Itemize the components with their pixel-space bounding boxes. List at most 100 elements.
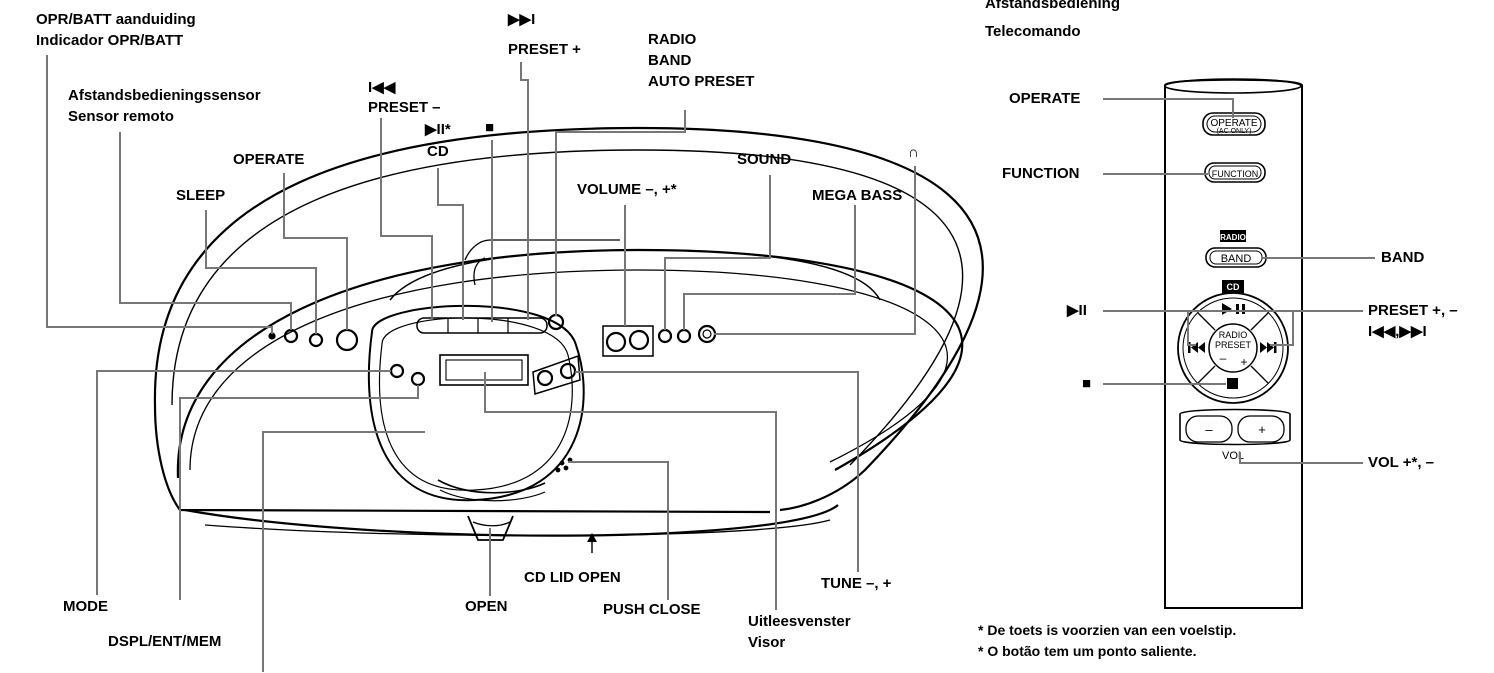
console-top-edge xyxy=(464,239,620,261)
leader-preset-minus xyxy=(380,118,433,319)
remote-radio-text: RADIO xyxy=(1219,330,1248,340)
footnote-pt: * O botão tem um ponto saliente. xyxy=(978,643,1197,659)
remote-band-text: BAND xyxy=(1221,253,1252,265)
label-sensor-nl: Afstandsbedieningssensor xyxy=(68,87,261,104)
remote-prev-icon[interactable] xyxy=(1188,342,1191,353)
label-band: BAND xyxy=(648,52,692,69)
label-mode: MODE xyxy=(63,598,108,615)
label-opr-batt-pt: Indicador OPR/BATT xyxy=(36,32,184,49)
volume-panel xyxy=(602,325,654,357)
leader-cd xyxy=(437,168,464,320)
label-remote-function: FUNCTION xyxy=(1002,165,1080,182)
operate-button[interactable] xyxy=(335,328,359,352)
top-console xyxy=(389,249,881,301)
label-auto-preset: AUTO PRESET xyxy=(648,73,755,90)
label-sensor-pt: Sensor remoto xyxy=(68,108,174,125)
cd-lid xyxy=(367,304,585,502)
sleep-button[interactable] xyxy=(308,332,324,348)
mega-bass-button[interactable] xyxy=(676,328,692,344)
label-preset-plus: PRESET + xyxy=(508,41,581,58)
remote-ac-only-text: (AC ONLY) xyxy=(1217,128,1252,135)
label-cd-lid-open: CD LID OPEN xyxy=(524,569,621,586)
leader-sound xyxy=(664,175,771,330)
leader-dspl xyxy=(179,385,419,600)
body-left-base xyxy=(153,404,771,514)
remote-radio-preset-button[interactable] xyxy=(1208,323,1258,373)
leader-lines-remote xyxy=(1103,98,1375,464)
label-remote-stop: ■ xyxy=(1082,375,1092,392)
outer-arch xyxy=(153,126,984,512)
label-remote-vol: VOL +*, – xyxy=(1368,454,1435,471)
remote-vol-plus[interactable] xyxy=(1237,415,1285,443)
label-dspl: DSPL/ENT/MEM xyxy=(108,633,222,650)
label-push-close: PUSH CLOSE xyxy=(603,601,701,618)
remote-function-button[interactable] xyxy=(1204,162,1266,183)
sound-button[interactable] xyxy=(657,328,673,344)
label-open: OPEN xyxy=(465,598,508,615)
remote-next-icon[interactable] xyxy=(1260,342,1267,353)
remote-vol-text: VOL xyxy=(1222,450,1244,462)
footnote-nl: * De toets is voorzien van een voelstip. xyxy=(978,622,1237,638)
body-base-line xyxy=(204,519,831,537)
label-opr-batt-nl: OPR/BATT aanduiding xyxy=(36,11,196,28)
opr-batt-indicator xyxy=(268,332,276,340)
remote-radio-tag-text: RADIO xyxy=(1220,233,1246,242)
outer-arch-inner xyxy=(171,149,964,466)
headphone-icon: ∩ xyxy=(908,144,919,161)
remote-glyphs xyxy=(1188,303,1277,389)
label-volume: VOLUME –, +* xyxy=(577,181,677,198)
label-prev-symbol: I◀◀ xyxy=(368,79,396,96)
remote-stop-icon[interactable] xyxy=(1227,378,1238,389)
leader-radio xyxy=(555,110,686,316)
dspl-button[interactable] xyxy=(410,371,426,387)
remote-play-icon[interactable] xyxy=(1222,303,1232,315)
cd-lid-inner xyxy=(378,317,573,491)
remote-title-pt: Telecomando xyxy=(985,23,1081,40)
leader-preset-plus xyxy=(520,62,529,320)
remote-operate-text: OPERATE xyxy=(1210,118,1257,129)
remote-vol-rocker xyxy=(1179,408,1291,446)
leader-remote-vol xyxy=(1239,452,1363,464)
volume-plus-button[interactable] xyxy=(628,329,650,351)
leader-cd-lid xyxy=(262,431,425,672)
label-display-nl: Uitleesvenster xyxy=(748,613,851,630)
mode-button[interactable] xyxy=(389,363,405,379)
label-remote-skip: I◀◀,▶▶I xyxy=(1368,323,1427,340)
remote-cd-tag-text: CD xyxy=(1227,282,1240,292)
cd-lid-open-arrow xyxy=(587,533,597,553)
leader-sensor xyxy=(119,132,292,330)
label-remote-operate: OPERATE xyxy=(1009,90,1081,107)
label-display-pt: Visor xyxy=(748,634,786,651)
radio-tag xyxy=(1220,230,1246,242)
volume-minus-button[interactable] xyxy=(605,331,627,353)
remote-vol-minus[interactable] xyxy=(1185,415,1233,443)
leader-sleep xyxy=(205,210,317,334)
leader-opr-batt xyxy=(46,55,273,334)
leader-tune xyxy=(575,371,859,572)
remote-button-text: OPERATE (AC ONLY) FUNCTION RADIO BAND CD… xyxy=(1205,118,1265,462)
label-remote-play: ▶II xyxy=(1067,302,1087,319)
label-mega-bass: MEGA BASS xyxy=(812,187,903,204)
remote-tags xyxy=(1220,230,1246,293)
remote-plus-text: + xyxy=(1240,355,1247,369)
handle-detail xyxy=(473,257,486,286)
remote-function-text: FUNCTION xyxy=(1212,169,1259,179)
label-remote-band: BAND xyxy=(1381,249,1425,266)
remote-vol-plus-text: + xyxy=(1258,422,1266,437)
remote-minus-text: – xyxy=(1220,351,1227,365)
leader-operate xyxy=(283,173,348,330)
remote-title-nl: Afstandsbediening xyxy=(985,0,1121,12)
cd-tag xyxy=(1222,280,1244,293)
label-play-symbol: ▶II* xyxy=(425,121,451,138)
label-sleep: SLEEP xyxy=(176,187,226,204)
leader-remote-preset-left xyxy=(1187,310,1293,346)
label-preset-minus: PRESET – xyxy=(368,99,441,116)
tune-minus-button[interactable] xyxy=(536,369,554,387)
leader-mode xyxy=(96,370,391,595)
inner-arch-2 xyxy=(189,269,949,471)
headphone-jack[interactable] xyxy=(697,324,717,344)
leader-headphones xyxy=(714,166,916,335)
tune-plus-button[interactable] xyxy=(559,362,577,380)
